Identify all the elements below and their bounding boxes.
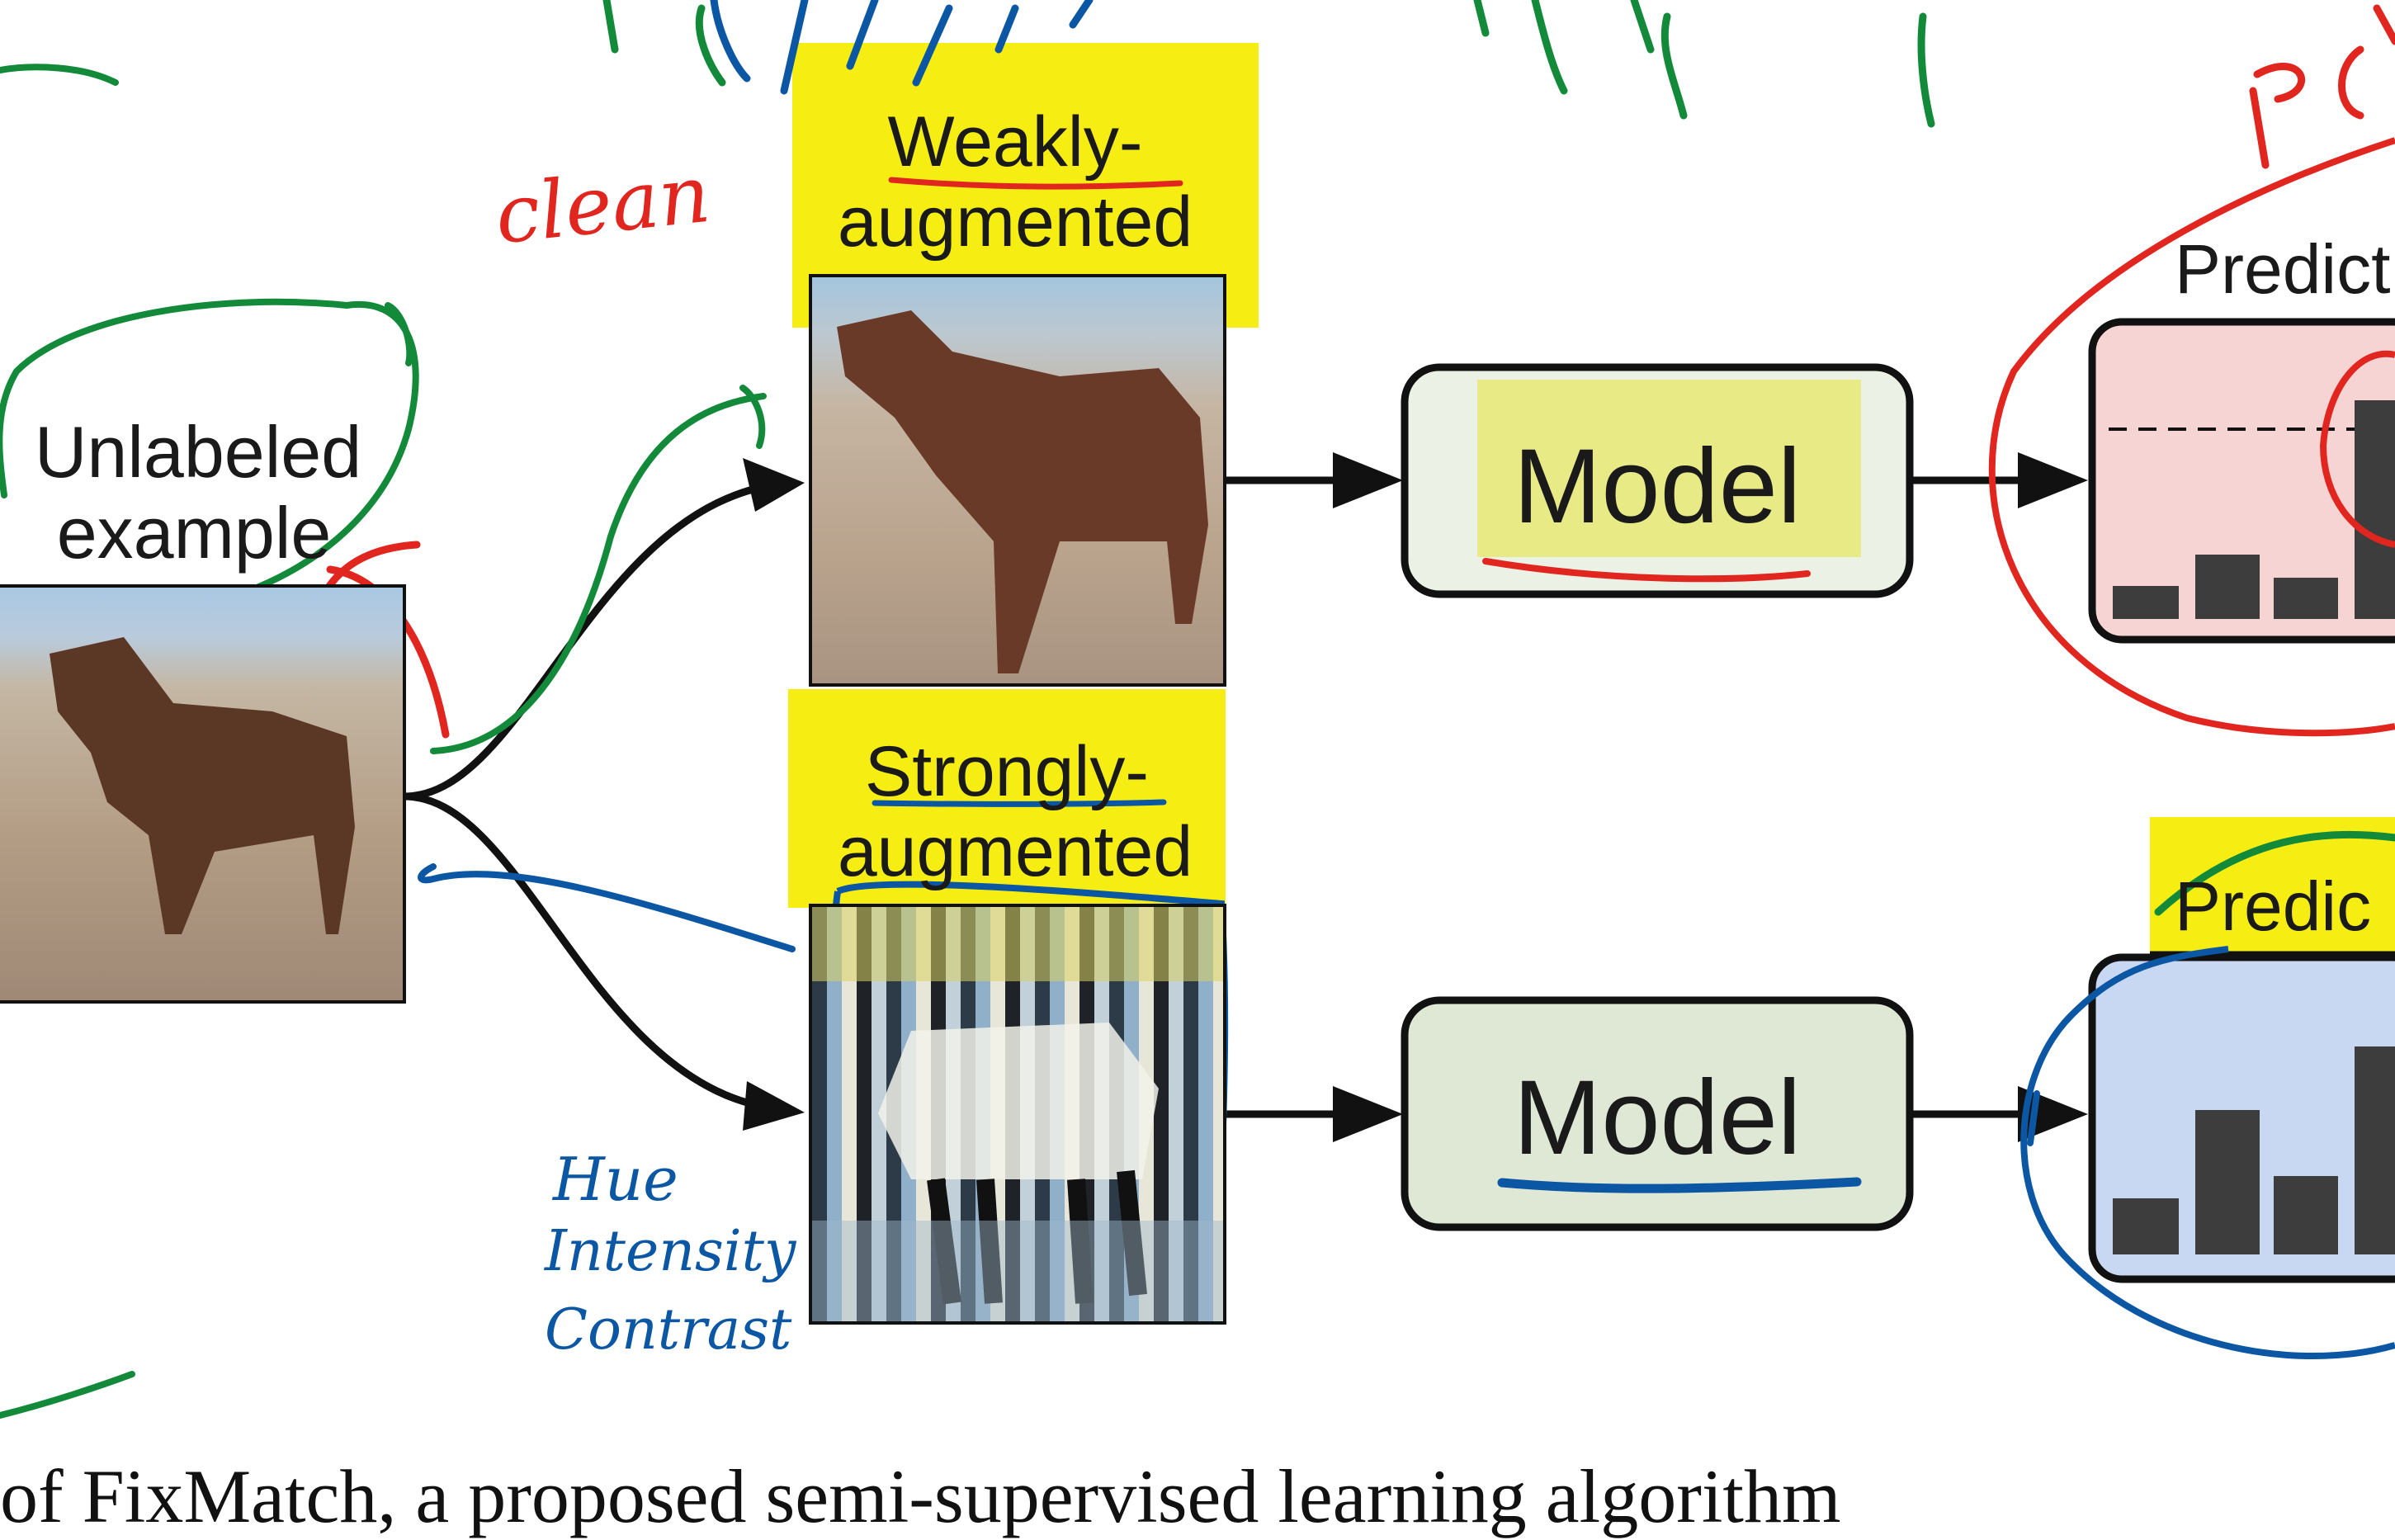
strong-model-box (1401, 996, 1914, 1231)
diagram-canvas (0, 0, 2395, 1419)
unlabeled-label-line1: Unlabeled (34, 411, 362, 493)
strong-aug-note-line3: Contrast (545, 1297, 792, 1363)
pen-red-circle-top-bar (2319, 350, 2395, 548)
arrowhead-strong-model (1333, 1086, 1403, 1142)
weak-label-line2: augmented (837, 182, 1193, 262)
pen-blue-arrow-to-strong (418, 863, 796, 952)
strong-aug-note-line1: Hue (553, 1145, 678, 1214)
connector-to-strong (404, 792, 793, 1114)
arrowhead-weak-model (1333, 452, 1403, 508)
pen-blue-underline-model (1497, 1177, 1862, 1193)
weak-bar-4 (2355, 400, 2395, 619)
pen-red-circle-weak-pred (1988, 137, 2395, 737)
pen-green-swoop (430, 393, 767, 754)
pen-green-top-scribbles (602, 0, 1935, 128)
weak-label-line1: Weakly- (887, 102, 1143, 182)
arrowhead-to-weak (743, 458, 805, 512)
pen-red-underline-model (1482, 558, 1811, 583)
pen-green-left-arc (0, 64, 119, 86)
weak-bar-2 (2195, 555, 2260, 619)
pen-blue-underline-strongly (872, 799, 1167, 807)
pen-blue-top-scribbles (710, 0, 1094, 95)
pen-blue-tick (2027, 1090, 2040, 1146)
weak-bar-3 (2274, 578, 2338, 619)
pen-red-p-top (2249, 4, 2395, 169)
pen-green-hook (385, 302, 413, 366)
weak-prediction-box (2088, 318, 2395, 644)
horse-image-strong (809, 904, 1226, 1325)
arrowhead-weak-pred (2018, 452, 2088, 508)
strong-model-label: Model (1513, 1059, 1802, 1177)
pen-green-strong-pred-arc (2154, 830, 2395, 916)
pen-green-bottom (0, 1371, 135, 1419)
unlabeled-label-line2: example (56, 492, 332, 574)
strong-label-line2: augmented (837, 812, 1193, 891)
weak-model-label: Model (1513, 428, 1802, 546)
strong-label-highlight (788, 689, 1226, 908)
strong-label-line1: Strongly- (864, 732, 1150, 811)
horse-image-original (0, 584, 406, 1004)
weak-model-box (1401, 363, 1914, 598)
strong-bar-3 (2274, 1176, 2338, 1254)
strong-prediction-label: Predic (2175, 867, 2372, 945)
pen-red-underline-weakly (888, 177, 1183, 190)
arrowhead-to-strong (743, 1081, 805, 1131)
figure-caption: of FixMatch, a proposed semi-supervised … (0, 1454, 1841, 1538)
weak-prediction-label: Predict (2175, 230, 2391, 308)
strong-aug-note-line2: Intensity (545, 1219, 796, 1284)
horse-image-weak (809, 274, 1226, 687)
pen-green-swoop-tip (739, 385, 766, 449)
strong-bar-1 (2113, 1198, 2179, 1254)
strong-bar-4 (2355, 1046, 2395, 1254)
pen-blue-circle-strong-pred (2020, 946, 2395, 1359)
weak-bar-1 (2113, 586, 2179, 619)
strong-bar-2 (2195, 1110, 2260, 1254)
